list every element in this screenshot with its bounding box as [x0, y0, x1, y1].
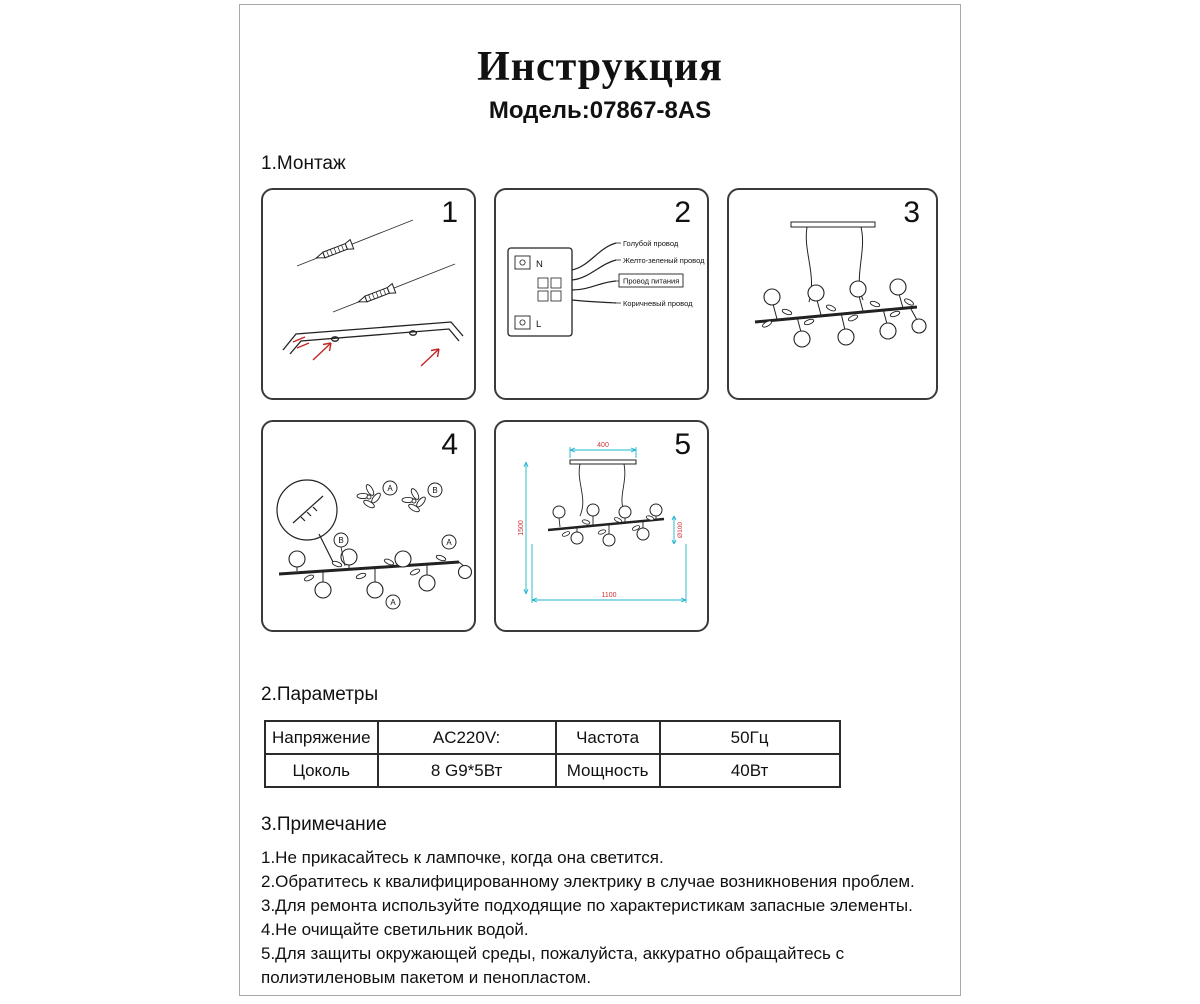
parameters-table: Напряжение AC220V: Частота 50Гц Цоколь 8…: [264, 720, 841, 788]
wires: [571, 242, 617, 304]
terminal-box: [507, 247, 573, 337]
param-name: Мощность: [554, 753, 661, 788]
panel-number: 4: [441, 428, 458, 461]
terminal-n-label: N: [536, 259, 543, 270]
red-arrow-marks: [292, 336, 440, 367]
dimension-right-label: Ø100: [677, 522, 684, 538]
mounting-bracket-drawing: [282, 219, 464, 367]
instruction-page: Инструкция Модель:07867-8AS 1.Монтаж: [239, 4, 961, 996]
chandelier-drawing: [754, 221, 927, 348]
leaves: [561, 515, 655, 537]
mounting-bracket: [282, 321, 464, 355]
dimension-bottom-label: 1100: [601, 592, 616, 599]
param-value: 50Гц: [658, 720, 841, 755]
screw-icon: [357, 282, 397, 303]
section-heading-notes: 3.Примечание: [261, 814, 387, 835]
fixture-bar: [278, 560, 460, 576]
fixture-bar: [754, 305, 918, 324]
diagram-panel-2: N L Голубой провод Желто-зеленый провод …: [494, 188, 709, 400]
part-label-circle: [441, 534, 457, 550]
panel-number: 2: [674, 196, 691, 229]
dimension-top-label: 400: [597, 442, 609, 449]
param-name: Частота: [554, 720, 661, 755]
part-label-a: A: [446, 538, 452, 547]
diagram-panel-5: 400 1500 1100 Ø100 5: [494, 420, 709, 632]
part-label-a: A: [390, 598, 396, 607]
dimensions-drawing: 400 1500 1100 Ø100: [518, 442, 687, 603]
table-row: Цоколь 8 G9*5Вт Мощность 40Вт: [264, 753, 841, 788]
power-wire-box: [618, 273, 684, 288]
param-value: 8 G9*5Вт: [376, 753, 557, 788]
panel-number: 5: [674, 428, 691, 461]
ceiling-plate: [569, 459, 637, 465]
note-item: 5.Для защиты окружающей среды, пожалуйст…: [261, 944, 845, 987]
terminal-l-label: L: [536, 319, 541, 330]
diagram-panel-4: A B: [261, 420, 476, 632]
panel-number: 1: [441, 196, 458, 229]
bulbs: [288, 548, 436, 599]
note-item: 4.Не очищайте светильник водой.: [261, 920, 529, 939]
wire-brown-label: Коричневый провод: [623, 299, 693, 308]
leader-lines: [616, 242, 621, 304]
flower-cluster: [356, 484, 381, 509]
diagram-panel-3: 3: [727, 188, 938, 400]
part-label-circle: [385, 594, 401, 610]
assembly-drawing: A B: [276, 479, 473, 610]
part-label-b: B: [432, 486, 437, 495]
leaves: [762, 298, 914, 328]
param-value: 40Вт: [658, 753, 841, 788]
table-row: Напряжение AC220V: Частота 50Гц: [264, 720, 841, 755]
ceiling-plate: [790, 221, 876, 228]
note-item: 3.Для ремонта используйте подходящие по …: [261, 896, 913, 915]
dimension-lines: [523, 447, 687, 603]
part-label-b: B: [338, 536, 343, 545]
diagram-panel-1: 1: [261, 188, 476, 400]
branches: [772, 293, 918, 333]
dimension-left-label: 1500: [518, 520, 525, 536]
flower-cluster: [401, 488, 426, 513]
leaves: [303, 554, 447, 582]
note-item: 1.Не прикасайтесь к лампочке, когда она …: [261, 848, 664, 867]
wiring-diagram: N L Голубой провод Желто-зеленый провод …: [507, 239, 705, 337]
panel-number: 3: [903, 196, 920, 229]
notes-list: 1.Не прикасайтесь к лампочке, когда она …: [261, 846, 951, 990]
wire-blue-label: Голубой провод: [623, 239, 679, 248]
part-label-a: A: [387, 484, 393, 493]
screw-icon: [315, 238, 355, 259]
wire-yellow-green-label: Желто-зеленый провод: [623, 256, 705, 265]
page-title: Инструкция: [477, 44, 723, 90]
wire-power-label: Провод питания: [623, 277, 679, 286]
branches: [558, 516, 657, 534]
part-label-circle: [382, 480, 398, 496]
bulbs: [552, 503, 663, 547]
section-heading-montage: 1.Монтаж: [261, 153, 346, 174]
fixture-bar: [547, 517, 665, 532]
part-label-circle: [427, 482, 443, 498]
section-heading-parameters: 2.Параметры: [261, 684, 379, 705]
param-name: Напряжение: [264, 720, 379, 755]
note-item: 2.Обратитесь к квалифицированному электр…: [261, 872, 915, 891]
bulbs: [763, 278, 927, 348]
param-value: AC220V:: [376, 720, 557, 755]
detail-magnifier: [276, 479, 338, 563]
suspension-wires: [578, 463, 627, 517]
param-name: Цоколь: [264, 753, 379, 788]
model-line: Модель:07867-8AS: [488, 97, 712, 124]
